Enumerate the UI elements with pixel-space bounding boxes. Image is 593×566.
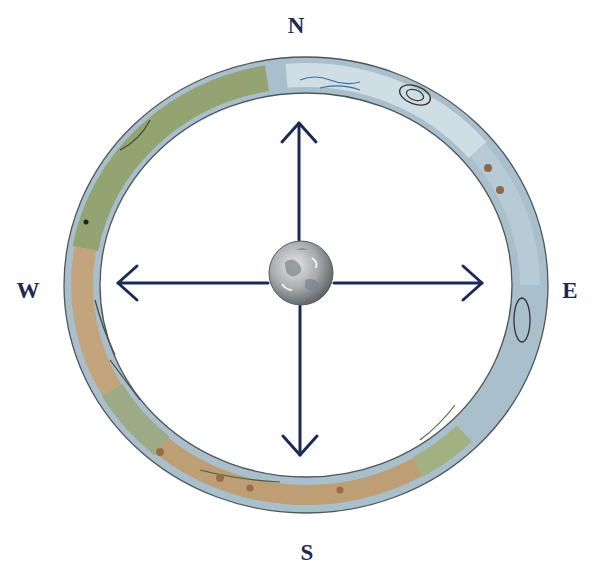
ring-doodle [397,81,433,109]
arrowhead [283,436,317,455]
arrow-shaft [299,306,302,455]
globe-marking [282,258,317,290]
ring-band [418,434,464,467]
arrow-shaft [334,282,482,285]
ring-doodle [484,164,492,172]
ring-outline [100,93,512,477]
ring-doodle [337,487,344,494]
ring-doodle [156,448,164,456]
globe-marking [285,248,319,291]
ring-band [478,150,530,285]
globe [269,241,333,305]
ring-band [287,75,478,150]
ring-doodle [200,405,455,482]
ring-doodle [216,474,224,482]
arrow-shaft [298,123,301,240]
ring-doodle [300,77,360,90]
arrowhead [118,266,137,300]
ring-doodle [247,485,254,492]
compass-direction: E [562,279,577,302]
arrowhead [282,123,316,142]
ring-band [82,249,112,391]
ring [82,75,530,495]
ring-doodle [84,220,89,225]
ring-doodle [405,87,425,103]
ring-outline [64,57,548,513]
compass-direction: S [301,541,314,564]
compass-direction: N [288,14,305,37]
ring-doodle [95,120,150,400]
ring-doodle [496,186,504,194]
compass-direction: W [17,279,40,302]
arrowhead [463,266,482,300]
direction-arrows [118,123,482,455]
ring-band [112,390,162,446]
arrow-shaft [118,282,268,285]
ring-doodle [514,298,530,342]
